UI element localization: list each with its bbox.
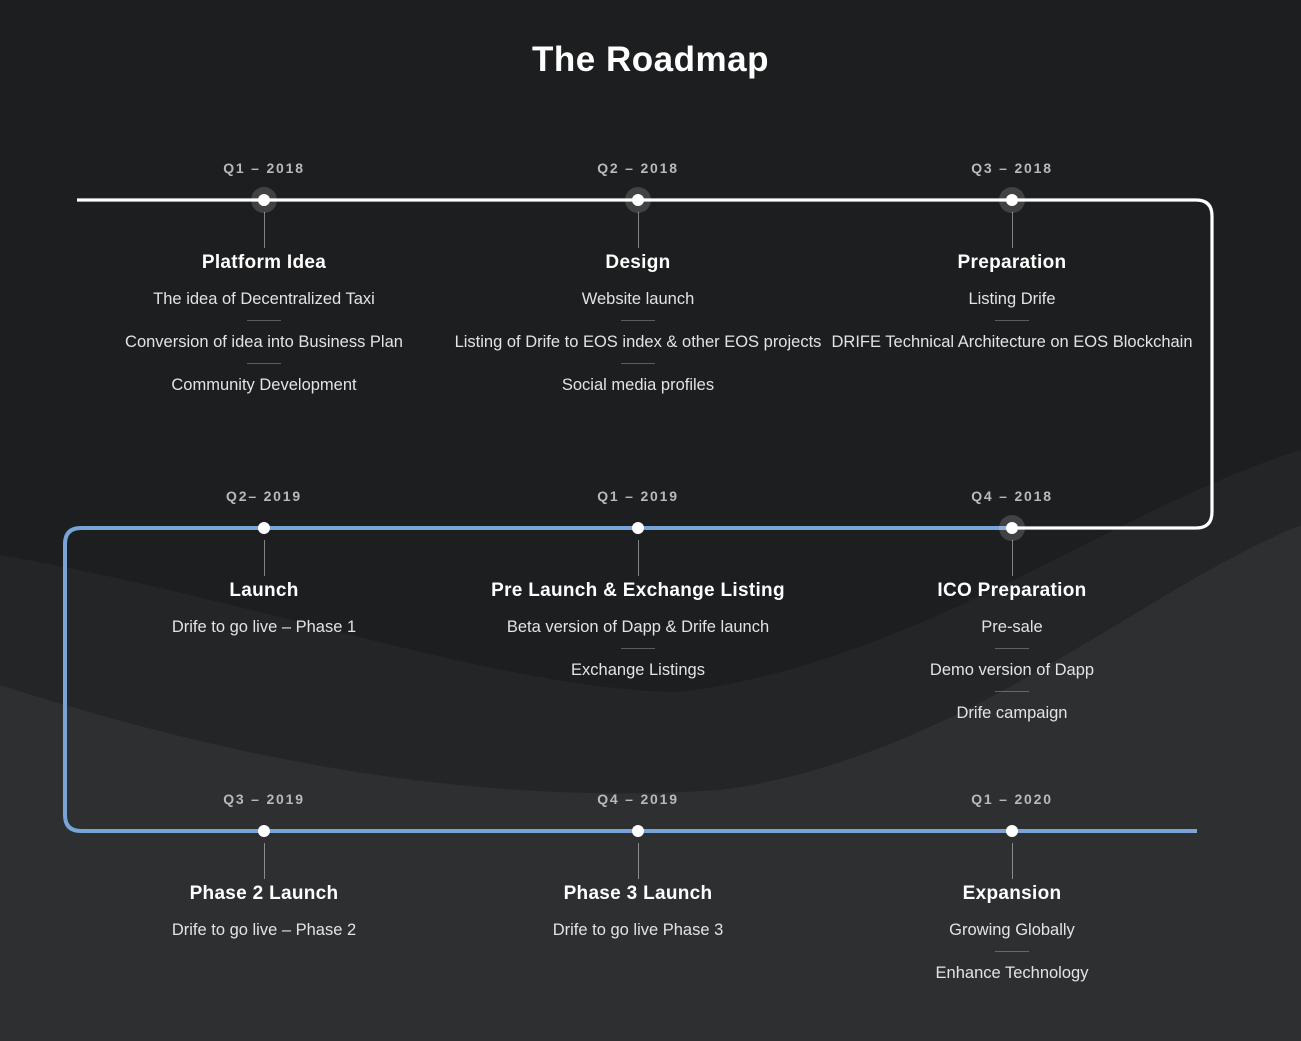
milestone-item: Conversion of idea into Business Plan [125, 333, 403, 351]
item-separator [995, 691, 1029, 692]
node-dot [1006, 825, 1018, 837]
node-connector [264, 540, 265, 576]
milestone-items: Listing Drife DRIFE Technical Architectu… [822, 286, 1202, 355]
milestone-items: Pre-sale Demo version of Dapp Drife camp… [822, 614, 1202, 726]
node-dot [632, 522, 644, 534]
node-dot [258, 825, 270, 837]
milestone-item: The idea of Decentralized Taxi [153, 290, 375, 308]
item-separator [995, 320, 1029, 321]
milestone-q2-2019: Q2– 2019 Launch Drife to go live – Phase… [74, 488, 454, 788]
milestone-items: Drife to go live – Phase 1 [74, 614, 454, 640]
milestone-item: Drife to go live – Phase 1 [171, 618, 357, 636]
milestone-item: Drife to go live – Phase 2 [171, 921, 357, 939]
item-separator [621, 320, 655, 321]
quarter-label: Q4 – 2019 [597, 791, 679, 807]
milestone-item: Beta version of Dapp & Drife launch [506, 618, 770, 636]
node-connector [638, 843, 639, 879]
quarter-label: Q4 – 2018 [971, 488, 1053, 504]
milestone-heading: ICO Preparation [937, 580, 1087, 601]
item-separator [247, 363, 281, 364]
node-dot [258, 194, 270, 206]
milestone-item: Pre-sale [981, 618, 1043, 636]
milestone-items: The idea of Decentralized Taxi Conversio… [74, 286, 454, 398]
milestone-q1-2019: Q1 – 2019 Pre Launch & Exchange Listing … [448, 488, 828, 788]
milestone-item: Enhance Technology [935, 964, 1089, 982]
node-dot [632, 194, 644, 206]
item-separator [621, 363, 655, 364]
item-separator [995, 951, 1029, 952]
milestone-item: Listing of Drife to EOS index & other EO… [454, 333, 822, 351]
milestone-items: Drife to go live – Phase 2 [74, 917, 454, 943]
node-dot [632, 825, 644, 837]
milestone-heading: Platform Idea [201, 252, 327, 273]
milestone-heading: Phase 3 Launch [563, 883, 713, 904]
node-connector [264, 212, 265, 248]
milestone-item: Listing Drife [968, 290, 1056, 308]
milestone-item: Demo version of Dapp [929, 661, 1095, 679]
node-connector [1012, 212, 1013, 248]
quarter-label: Q1 – 2018 [223, 160, 305, 176]
milestone-heading: Pre Launch & Exchange Listing [491, 580, 785, 601]
milestone-heading: Preparation [957, 252, 1067, 273]
milestone-item: Growing Globally [949, 921, 1075, 939]
node-dot [258, 522, 270, 534]
milestone-heading: Expansion [962, 883, 1062, 904]
quarter-label: Q1 – 2020 [971, 791, 1053, 807]
node-connector [1012, 843, 1013, 879]
milestone-items: Drife to go live Phase 3 [448, 917, 828, 943]
milestone-q4-2019: Q4 – 2019 Phase 3 Launch Drife to go liv… [448, 791, 828, 1041]
background-wave-light [0, 525, 1301, 1041]
node-connector [1012, 540, 1013, 576]
item-separator [995, 648, 1029, 649]
milestone-item: Drife campaign [956, 704, 1068, 722]
milestone-item: Drife to go live Phase 3 [552, 921, 724, 939]
quarter-label: Q2– 2019 [226, 488, 302, 504]
quarter-label: Q2 – 2018 [597, 160, 679, 176]
milestone-q3-2018: Q3 – 2018 Preparation Listing Drife DRIF… [822, 160, 1202, 460]
quarter-label: Q1 – 2019 [597, 488, 679, 504]
item-separator [621, 648, 655, 649]
milestone-q3-2019: Q3 – 2019 Phase 2 Launch Drife to go liv… [74, 791, 454, 1041]
milestone-item: DRIFE Technical Architecture on EOS Bloc… [831, 333, 1193, 351]
page-title: The Roadmap [532, 40, 769, 79]
node-connector [264, 843, 265, 879]
quarter-label: Q3 – 2019 [223, 791, 305, 807]
milestone-q2-2018: Q2 – 2018 Design Website launch Listing … [448, 160, 828, 460]
node-dot [1006, 522, 1018, 534]
milestone-items: Beta version of Dapp & Drife launch Exch… [448, 614, 828, 683]
milestone-items: Growing Globally Enhance Technology [822, 917, 1202, 986]
node-dot [1006, 194, 1018, 206]
item-separator [247, 320, 281, 321]
milestone-heading: Launch [229, 580, 299, 601]
milestone-heading: Phase 2 Launch [189, 883, 339, 904]
quarter-label: Q3 – 2018 [971, 160, 1053, 176]
milestone-q1-2018: Q1 – 2018 Platform Idea The idea of Dece… [74, 160, 454, 460]
milestone-items: Website launch Listing of Drife to EOS i… [448, 286, 828, 398]
milestone-item: Website launch [581, 290, 695, 308]
milestone-item: Social media profiles [561, 376, 715, 394]
milestone-heading: Design [605, 252, 671, 273]
milestone-item: Exchange Listings [571, 661, 705, 679]
node-connector [638, 212, 639, 248]
milestone-q1-2020: Q1 – 2020 Expansion Growing Globally Enh… [822, 791, 1202, 1041]
milestone-item: Community Development [171, 376, 357, 394]
milestone-q4-2018: Q4 – 2018 ICO Preparation Pre-sale Demo … [822, 488, 1202, 788]
node-connector [638, 540, 639, 576]
